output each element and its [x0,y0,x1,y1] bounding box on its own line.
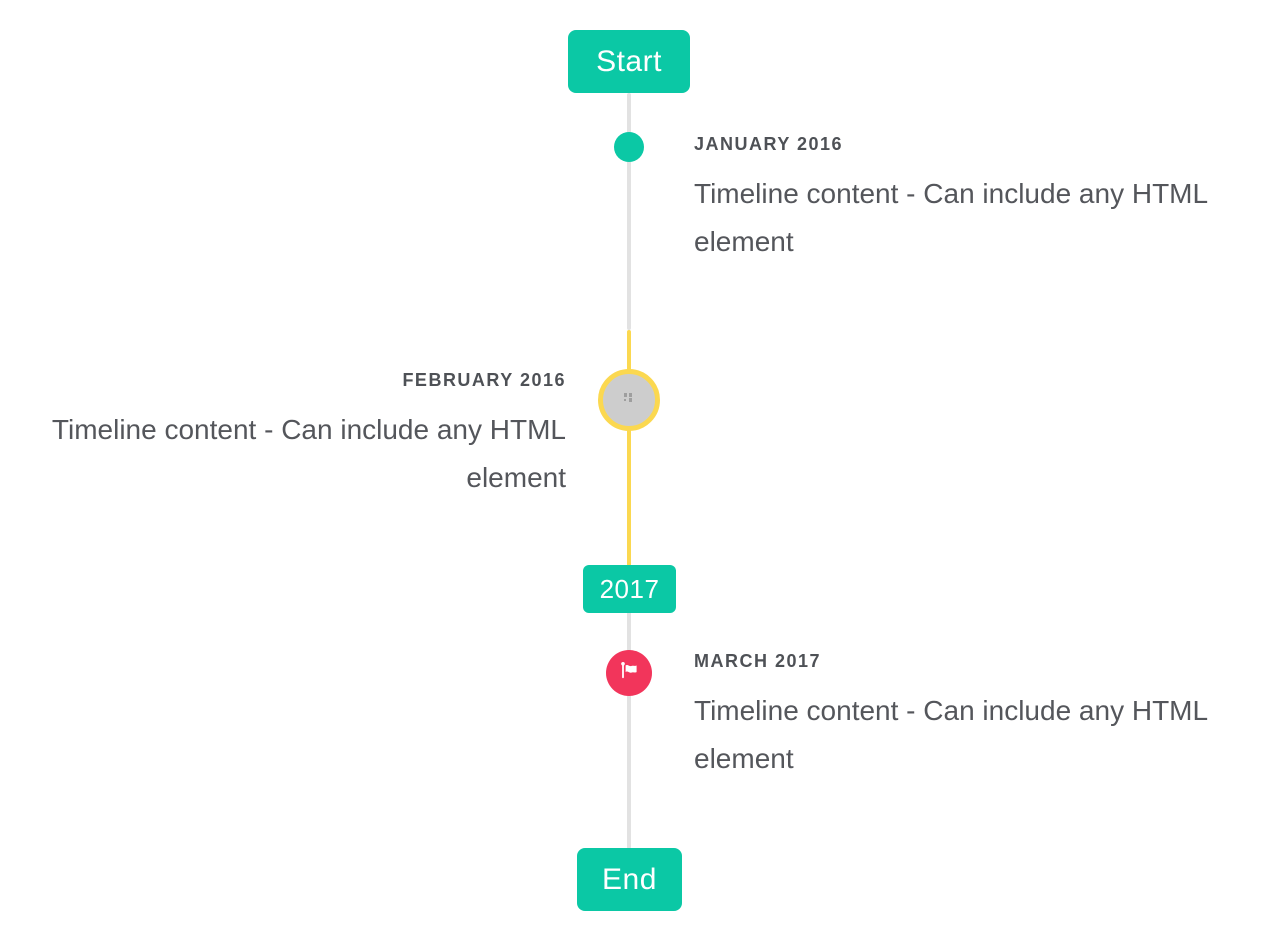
timeline-item-march-2017: MARCH 2017 Timeline content - Can includ… [694,650,1234,783]
end-badge-label: End [602,862,657,896]
item-content: Timeline content - Can include any HTML … [51,414,566,493]
item-content: Timeline content - Can include any HTML … [694,178,1208,257]
image-circle-marker [598,369,660,431]
broken-image-icon [621,391,637,410]
flag-icon [617,659,641,688]
item-content: Timeline content - Can include any HTML … [694,695,1208,774]
start-badge: Start [568,30,690,93]
item-title: JANUARY 2016 [694,134,844,154]
flag-circle-marker [606,650,652,696]
timeline-item-february-2016: FEBRUARY 2016 Timeline content - Can inc… [26,369,566,502]
timeline-line-segment-bottom [627,611,631,849]
item-title: FEBRUARY 2016 [402,370,566,390]
start-badge-label: Start [596,44,662,78]
year-badge: 2017 [583,565,676,613]
timeline-line-segment-highlighted [627,330,631,568]
timeline-line-segment-top [627,93,631,330]
item-title: MARCH 2017 [694,651,822,671]
timeline-item-january-2016: JANUARY 2016 Timeline content - Can incl… [694,133,1234,266]
year-badge-label: 2017 [599,573,660,604]
teal-dot-marker [614,132,644,162]
end-badge: End [577,848,682,911]
